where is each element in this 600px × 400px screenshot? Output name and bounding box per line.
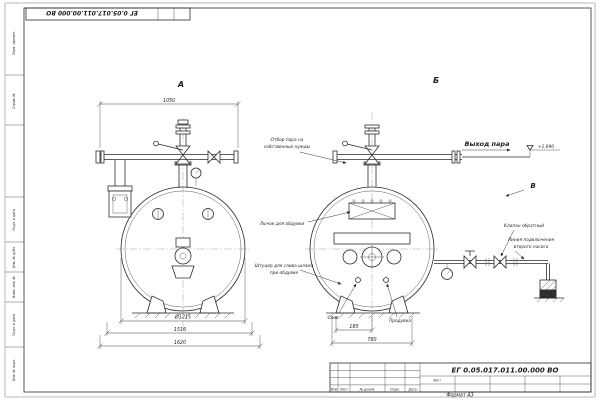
annotation-sludge-line2: при обдувке bbox=[270, 270, 299, 276]
dim-1516: 1516 bbox=[174, 327, 186, 333]
vessel-front-view-a: А bbox=[95, 80, 263, 349]
title-col-podp: Подп. bbox=[390, 388, 400, 392]
annotation-blowdown: Продувка bbox=[389, 318, 411, 324]
format-label: Формат А3 bbox=[446, 393, 473, 399]
centerlines bbox=[116, 112, 440, 330]
stamp-doc-number: ЕГ 0.05.017.011.00.000 ВО bbox=[46, 9, 138, 16]
title-col-list: Лист bbox=[339, 388, 348, 392]
margin-label-perv-primen: Перв. примен. bbox=[12, 31, 16, 55]
title-col-docnum: № докум. bbox=[359, 388, 376, 392]
view-b-label: Б bbox=[433, 76, 439, 85]
feedwater-piping bbox=[434, 250, 565, 303]
annotation-check-valve: Клапан обратный bbox=[504, 223, 544, 229]
annotation-hatch: Лючок для обдувки bbox=[259, 221, 305, 227]
title-col-data: Дата bbox=[407, 388, 416, 392]
dim-185: 185 bbox=[349, 324, 358, 330]
dim-1050: 1050 bbox=[163, 98, 175, 104]
margin-label-inv-podl: Инв. № подл. bbox=[12, 359, 16, 381]
annotation-drain: Слив bbox=[327, 315, 339, 321]
title-col-izm: Изм bbox=[331, 388, 338, 392]
annotation-steam-tap-line2: собственные нужды bbox=[264, 144, 311, 150]
title-block-doc-number: ЕГ 0.05.017.011.00.000 ВО bbox=[452, 367, 559, 375]
margin-label-podp-data-2: Подп. и дата bbox=[12, 314, 16, 336]
margin-label-sprav-no: Справ. № bbox=[12, 93, 16, 109]
margin-label-inv-dubl: Инв. № дубл. bbox=[12, 246, 16, 268]
sheet-frame bbox=[4, 2, 596, 398]
margin-label-podp-data-1: Подп. и дата bbox=[12, 209, 16, 231]
vessel-front-view-b: Б bbox=[309, 76, 565, 346]
annotation-steam-tap-line1: Отбор пара на bbox=[271, 137, 304, 143]
annotation-pump-line1: Линия подключения bbox=[507, 237, 555, 243]
title-block: ЕГ 0.05.017.011.00.000 ВО Изм Лист № док… bbox=[329, 362, 592, 399]
dim-780: 780 bbox=[367, 337, 376, 343]
callout-annotations: Отбор пара на собственные нужды Лючок дл… bbox=[255, 137, 555, 324]
dim-1620: 1620 bbox=[174, 340, 186, 346]
margin-label-vzam-inv: Взам. инв. № bbox=[12, 276, 16, 298]
dim-diameter: Ø1215 bbox=[174, 314, 191, 321]
steam-outlet-label: Выход пара bbox=[465, 140, 510, 148]
view-v-label: В bbox=[530, 182, 535, 190]
view-a-label: А bbox=[177, 80, 184, 89]
annotation-pump-line2: второго насоса bbox=[514, 245, 549, 250]
top-stamp: ЕГ 0.05.017.011.00.000 ВО bbox=[25, 7, 191, 21]
annotation-sludge-line1: Штуцер для слива шлама bbox=[255, 263, 314, 269]
title-sheet-label: Лист bbox=[432, 379, 441, 383]
margin-labels: Перв. примен. Справ. № Подп. и дата Инв.… bbox=[12, 31, 16, 381]
level-mark: +1,690 bbox=[538, 144, 554, 150]
